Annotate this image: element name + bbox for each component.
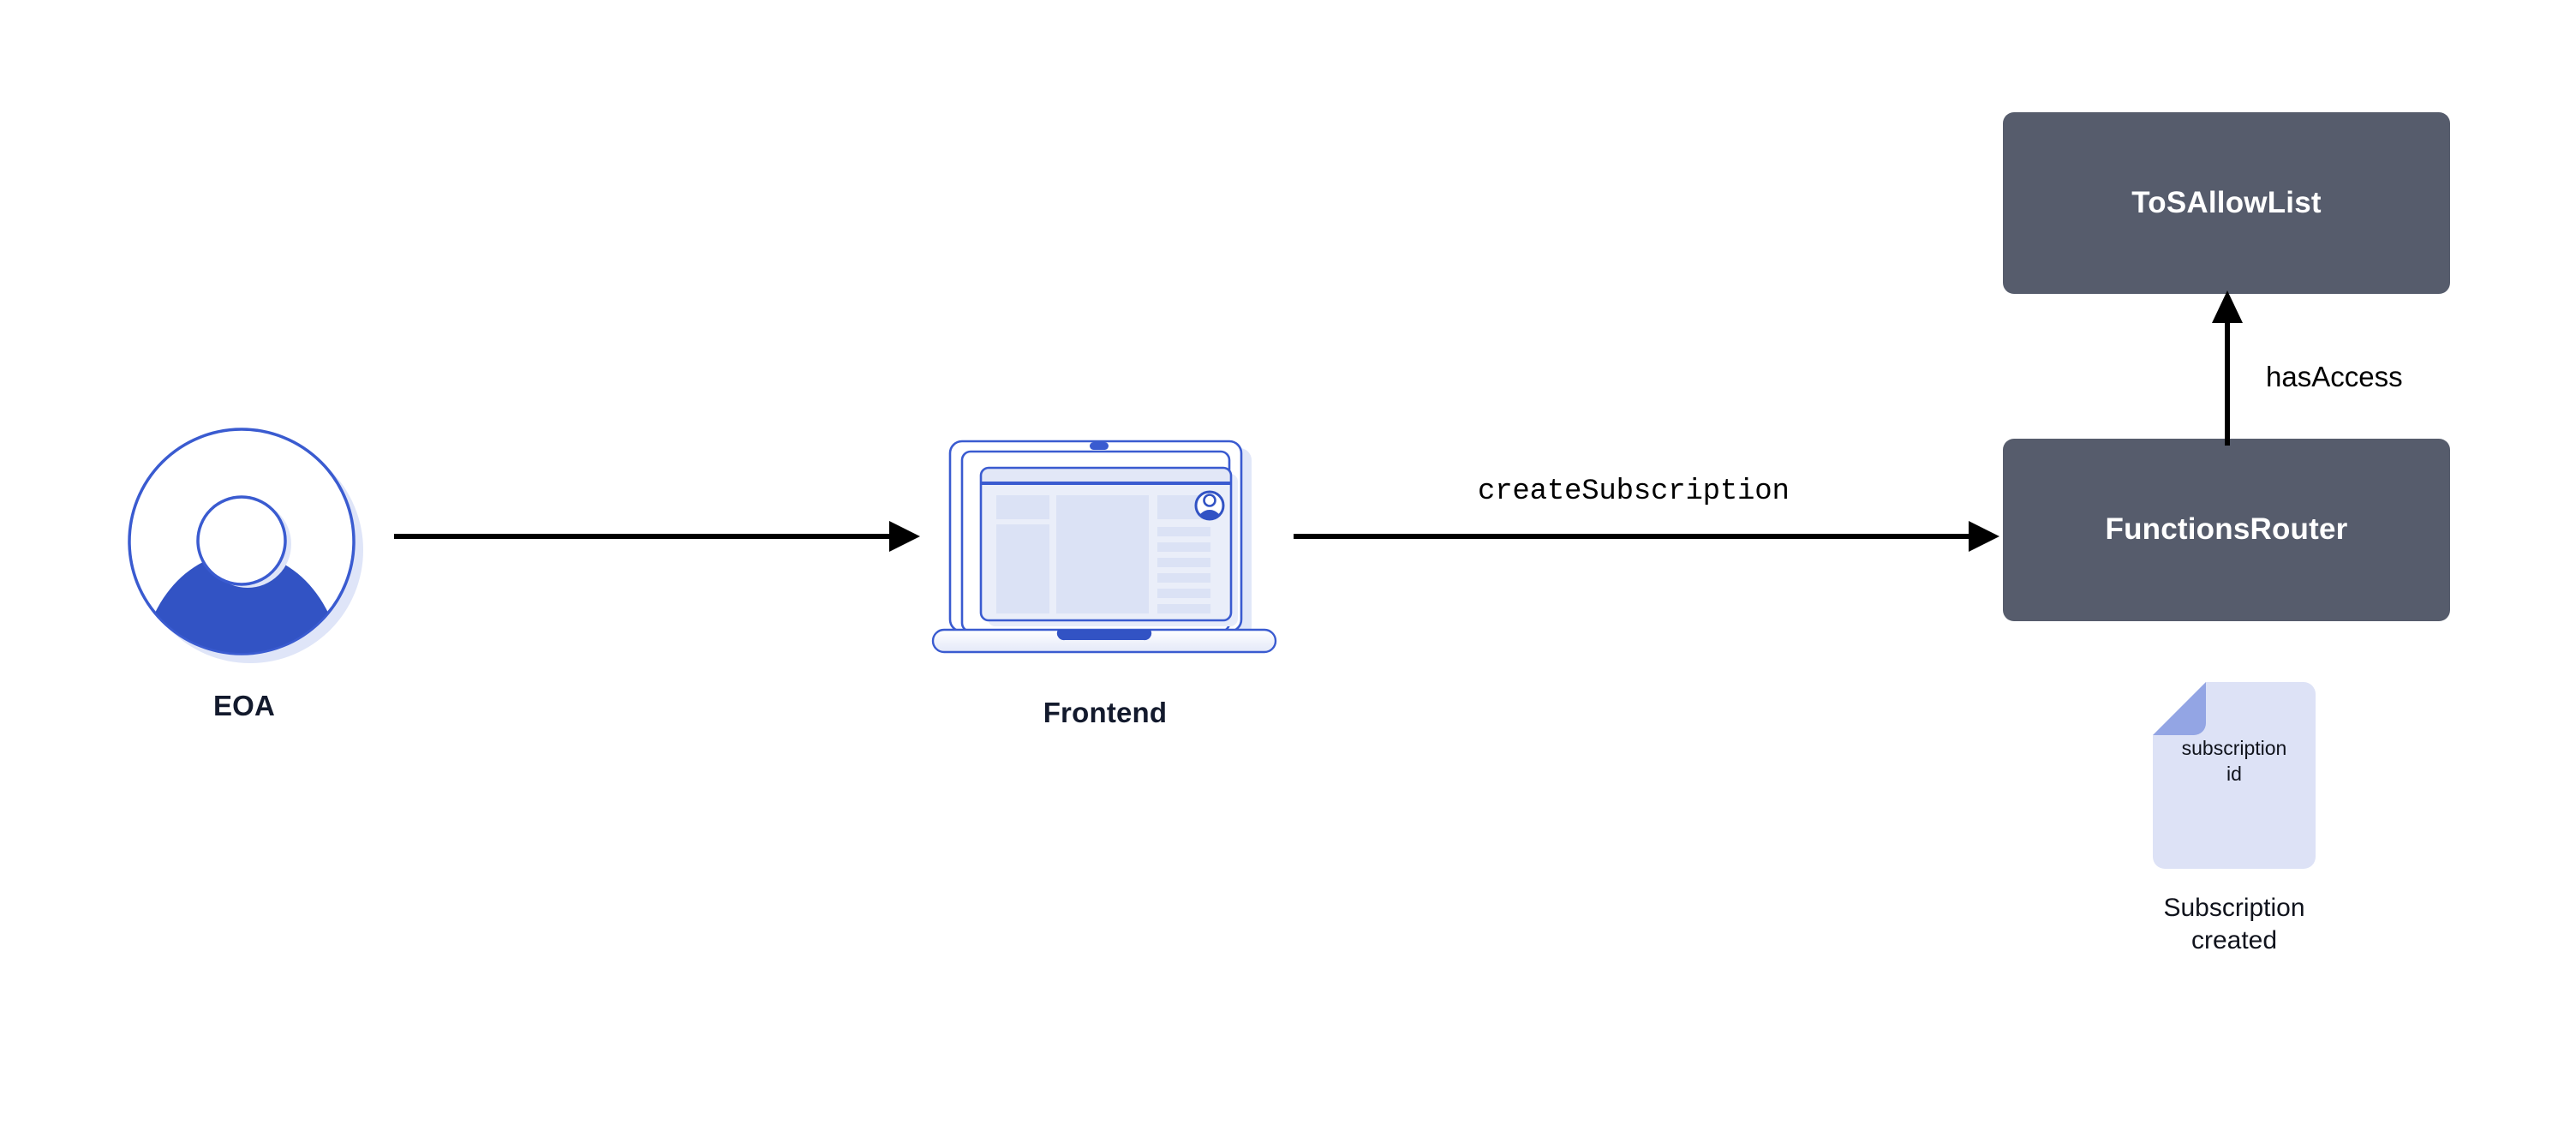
- user-avatar-icon: [128, 428, 363, 663]
- laptop-icon: [931, 440, 1277, 654]
- subscription-caption-line1: Subscription: [2163, 894, 2305, 922]
- node-functionsrouter[interactable]: FunctionsRouter: [2003, 439, 2450, 621]
- arrow-frontend-to-functionsrouter: [1294, 521, 1999, 552]
- screen-avatar-icon: [1194, 490, 1225, 521]
- edge-label-createsubscription: createSubscription: [1478, 476, 1790, 508]
- node-tosallowlist-label: ToSAllowList: [2131, 185, 2322, 219]
- node-functionsrouter-label: FunctionsRouter: [2105, 512, 2348, 547]
- document-text-line1: subscription: [2181, 737, 2287, 759]
- node-eoa: EOA: [120, 420, 377, 745]
- document-icon: [2153, 682, 2316, 869]
- node-frontend: Frontend: [921, 427, 1298, 761]
- edge-label-hasaccess: hasAccess: [2266, 361, 2403, 392]
- subscription-caption: Subscription created: [2106, 892, 2363, 958]
- arrow-functionsrouter-to-tosallowlist: [2212, 290, 2243, 446]
- node-subscription-created: subscription id Subscription created: [2153, 682, 2401, 965]
- node-tosallowlist[interactable]: ToSAllowList: [2003, 112, 2450, 294]
- node-frontend-label: Frontend: [1043, 697, 1168, 728]
- node-eoa-label: EOA: [212, 690, 276, 721]
- arrow-eoa-to-frontend: [394, 521, 920, 552]
- document-text-line2: id: [2226, 762, 2242, 785]
- document-text: subscription id: [2153, 736, 2316, 787]
- subscription-caption-line2: created: [2190, 926, 2278, 955]
